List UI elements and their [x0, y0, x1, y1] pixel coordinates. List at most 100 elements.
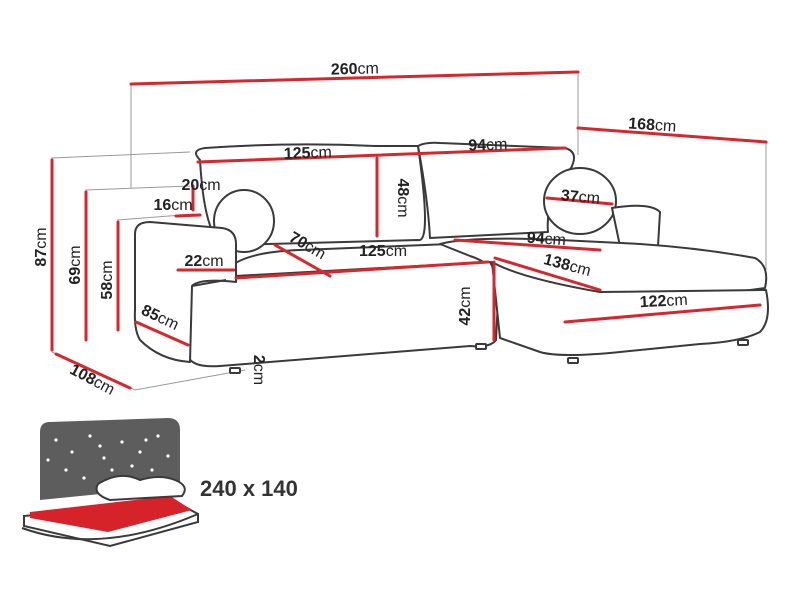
- star: [98, 444, 102, 448]
- unit: cm: [199, 177, 220, 194]
- dim-line-seat-depth: [273, 243, 332, 278]
- unit: cm: [357, 60, 379, 78]
- dim-seat-width: 125: [359, 243, 386, 260]
- star: [110, 468, 114, 472]
- dim-armrest-length: 85: [139, 302, 162, 325]
- sleeping-function-icon: 240 x 140: [21, 418, 298, 548]
- unit: cm: [67, 245, 84, 266]
- dim-line-total-depth: [54, 352, 132, 390]
- label-side-depth: 168cm: [628, 115, 677, 135]
- label-height-58: 58cm: [99, 260, 116, 299]
- dimension-lines: [50, 70, 768, 390]
- star: [150, 468, 154, 472]
- dim-line-side-depth: [576, 126, 768, 144]
- leg: [567, 357, 579, 364]
- dim-line-chaise-138: [493, 256, 602, 292]
- back-cushion-right: [417, 141, 575, 239]
- star: [144, 438, 148, 442]
- dim-seat-height: 42: [457, 308, 474, 326]
- unit: cm: [310, 144, 332, 162]
- label-armrest-depth: 22cm: [184, 253, 223, 270]
- label-leg-height: 2cm: [250, 355, 267, 385]
- label-chaise-width: 122cm: [639, 292, 688, 311]
- leg: [229, 367, 241, 374]
- label-back-cushion-left: 125cm: [284, 144, 333, 163]
- dim-total-height: 87: [33, 249, 50, 267]
- star: [82, 476, 86, 480]
- bed-pillows: [95, 474, 186, 502]
- dim-height-69: 69: [67, 267, 84, 285]
- unit: cm: [486, 136, 508, 154]
- star: [70, 450, 74, 454]
- star: [64, 468, 68, 472]
- unit: cm: [394, 196, 411, 217]
- mattress-red: [30, 496, 192, 532]
- unit: cm: [171, 197, 192, 214]
- dim-armrest-width: 16: [153, 197, 171, 214]
- star: [166, 454, 170, 458]
- armrest-inner-edge: [191, 279, 227, 287]
- label-chaise-138: 138cm: [542, 251, 593, 280]
- unit: cm: [202, 253, 223, 270]
- dim-line-chaise-width: [563, 303, 762, 324]
- stars: [46, 434, 170, 480]
- dim-line-armrest-width: [174, 213, 202, 218]
- unit: cm: [578, 189, 601, 208]
- dim-chaise-138: 138: [542, 251, 572, 274]
- label-chaise-seat: 94cm: [526, 230, 566, 250]
- dim-chaise-seat: 94: [526, 230, 545, 248]
- star: [156, 434, 160, 438]
- dim-back-height: 48: [394, 178, 411, 196]
- dim-line-armrest-length: [134, 320, 190, 347]
- star: [88, 434, 92, 438]
- unit: cm: [666, 292, 688, 310]
- label-armrest-height: 20cm: [181, 177, 220, 194]
- star: [130, 464, 134, 468]
- unit: cm: [386, 243, 407, 260]
- dim-total-width: 260: [331, 61, 358, 79]
- label-total-width: 260cm: [331, 60, 379, 78]
- unit: cm: [457, 286, 474, 307]
- unit: cm: [544, 231, 566, 249]
- dim-line-seat-width: [234, 260, 490, 280]
- label-back-cushion-right: 94cm: [468, 136, 508, 154]
- star: [138, 450, 142, 454]
- unit: cm: [654, 117, 676, 135]
- label-back-height: 48cm: [394, 178, 411, 217]
- dim-line-pillow: [545, 196, 614, 206]
- star: [46, 458, 50, 462]
- armrest-block: [133, 221, 237, 363]
- dim-seat-depth: 70: [286, 229, 310, 253]
- unit: cm: [568, 258, 593, 280]
- corner-sofa-drawing: [133, 141, 769, 374]
- label-seat-width: 125cm: [359, 243, 407, 260]
- label-total-height: 87cm: [33, 227, 50, 266]
- unit: cm: [33, 227, 50, 248]
- leg: [475, 343, 487, 350]
- dim-armrest-height: 20: [181, 177, 199, 194]
- chaise-back-bolster: [611, 204, 661, 248]
- dim-side-depth: 168: [628, 115, 656, 134]
- bed-size-label: 240 x 140: [200, 476, 298, 501]
- dim-pillow: 37: [560, 187, 579, 205]
- unit: cm: [99, 260, 116, 281]
- dim-back-cushion-right: 94: [468, 137, 486, 155]
- chaise-base: [491, 261, 769, 356]
- star: [120, 440, 124, 444]
- dim-line-back-cushion: [196, 146, 567, 164]
- dim-line-total-width: [129, 70, 580, 86]
- dim-armrest-depth: 22: [184, 253, 202, 270]
- bed-dimension-arc: [21, 513, 199, 541]
- label-total-depth: 108cm: [67, 361, 117, 399]
- dim-leg-height: 2: [250, 355, 267, 364]
- star: [102, 456, 106, 460]
- dim-chaise-width: 122: [639, 293, 667, 311]
- star: [54, 438, 58, 442]
- dim-back-cushion-left: 125: [284, 145, 311, 163]
- label-height-69: 69cm: [67, 245, 84, 284]
- label-armrest-width: 16cm: [153, 197, 192, 214]
- label-seat-height: 42cm: [457, 286, 474, 325]
- unit: cm: [250, 364, 267, 385]
- dim-line-chaise-seat: [453, 238, 602, 252]
